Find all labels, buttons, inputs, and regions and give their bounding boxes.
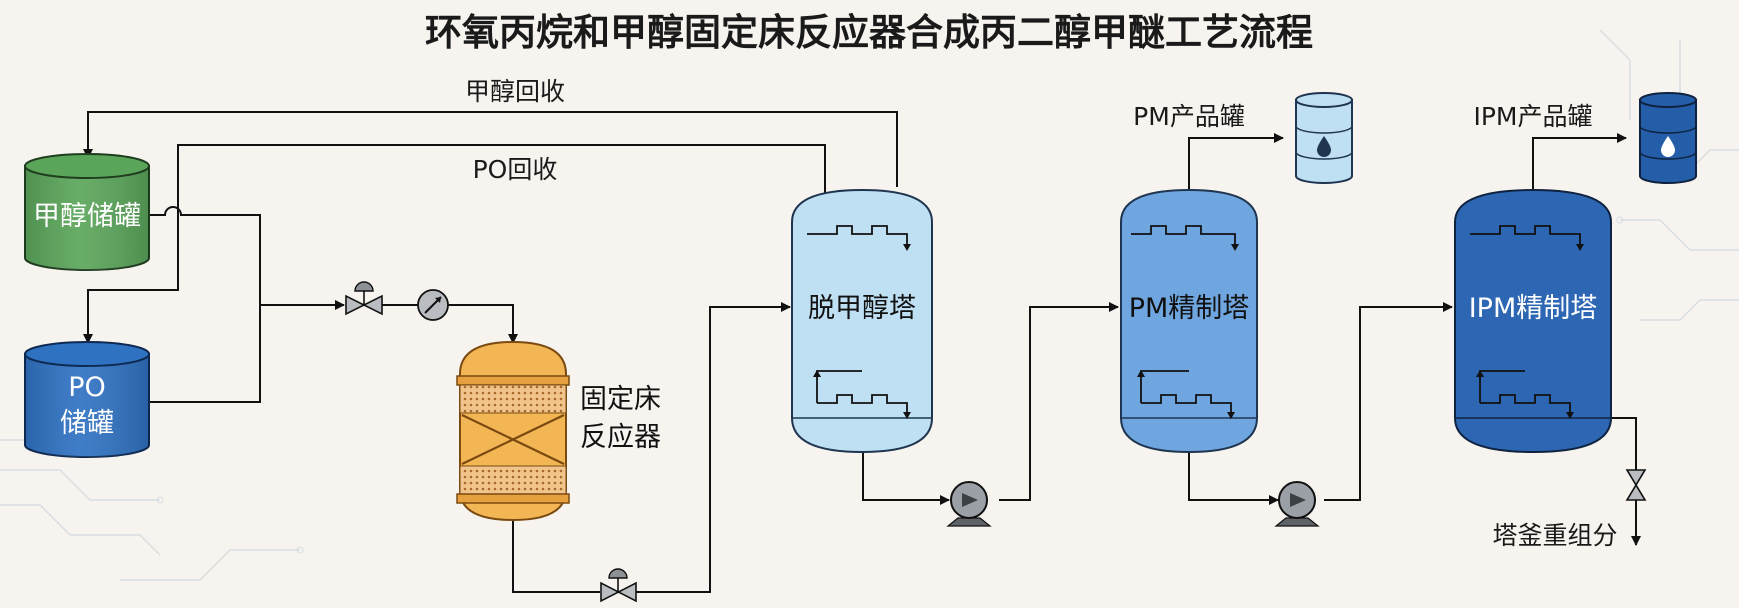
circuit-background	[0, 29, 1739, 581]
demethanol-column-label: 脱甲醇塔	[808, 293, 916, 324]
pm-product-drum-icon	[1295, 92, 1353, 184]
demethanol-bottoms-line	[862, 452, 950, 505]
bottoms-valve[interactable]	[1625, 469, 1647, 501]
pump-2-icon[interactable]	[1274, 481, 1320, 527]
ipm-product-drum-icon	[1639, 92, 1697, 184]
fixed-bed-reactor[interactable]	[456, 340, 570, 522]
pump-1-icon[interactable]	[946, 481, 992, 527]
reactor-label-1: 固定床	[580, 384, 661, 415]
methanol-storage-tank[interactable]: 甲醇储罐	[24, 153, 150, 271]
po-storage-tank[interactable]: PO 储罐	[24, 341, 150, 458]
ipm-refining-column[interactable]: IPM精制塔	[1454, 188, 1612, 454]
po-tank-label-1: PO	[68, 372, 106, 403]
feed-control-valve[interactable]	[345, 281, 383, 316]
pm-bottoms-line	[1188, 452, 1279, 505]
reactor-label-2: 反应器	[580, 422, 661, 453]
diagram-title: 环氧丙烷和甲醇固定床反应器合成丙二醇甲醚工艺流程	[425, 11, 1313, 54]
methanol-feed-line	[150, 206, 261, 305]
po-recycle-line	[83, 144, 826, 344]
bottoms-heavy-label: 塔釜重组分	[1492, 521, 1617, 550]
pm-product-line	[1188, 133, 1284, 190]
po-feed-line	[150, 305, 261, 403]
ipm-product-line	[1532, 133, 1627, 190]
po-tank-label-2: 储罐	[60, 408, 114, 439]
pm-column-label: PM精制塔	[1129, 293, 1250, 324]
reactor-outlet-valve[interactable]	[600, 568, 637, 603]
pm-refining-column[interactable]: PM精制塔	[1120, 188, 1258, 454]
po-recycle-label: PO回收	[473, 155, 558, 184]
ipm-column-label: IPM精制塔	[1469, 293, 1598, 324]
methanol-recycle-label: 甲醇回收	[465, 77, 565, 106]
ipm-product-tank-label: IPM产品罐	[1473, 102, 1592, 131]
flow-meter-icon	[417, 289, 449, 321]
methanol-tank-label: 甲醇储罐	[33, 201, 141, 232]
methanol-recycle-line	[83, 111, 898, 187]
pm-product-tank-label: PM产品罐	[1133, 102, 1245, 131]
reactor-outlet-line	[512, 518, 600, 593]
demethanol-column[interactable]: 脱甲醇塔	[791, 188, 933, 454]
